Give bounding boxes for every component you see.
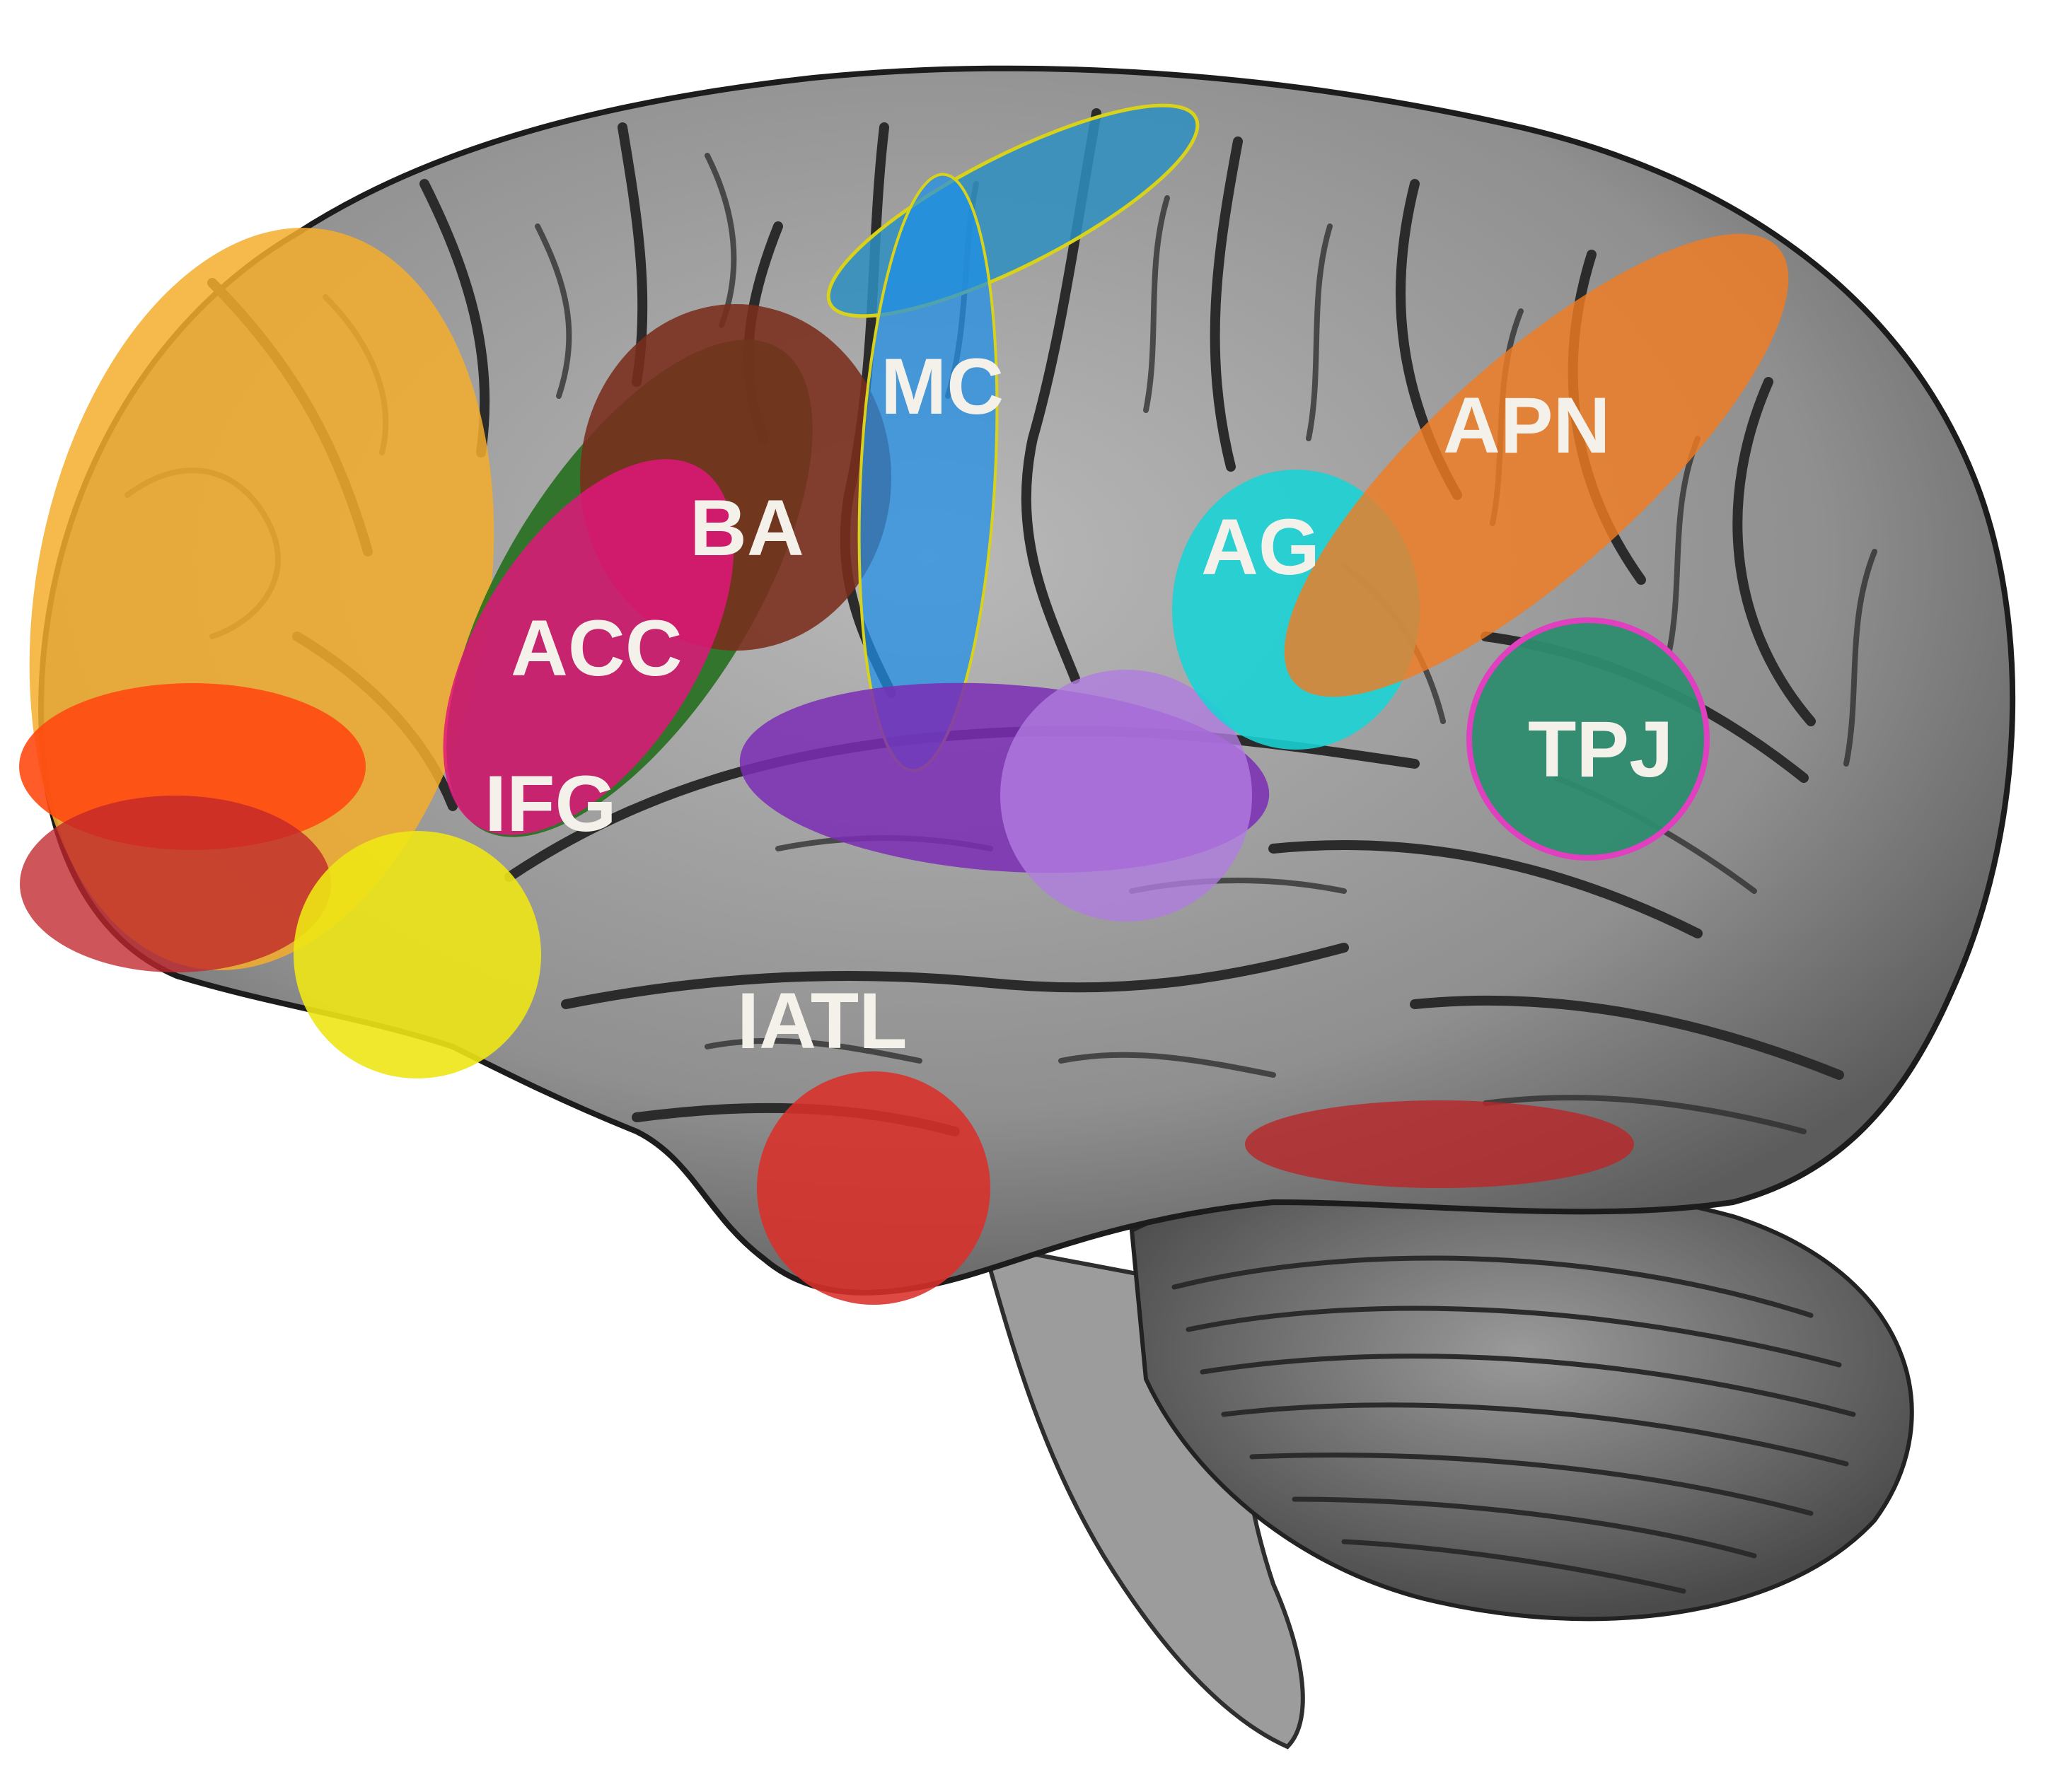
ag-label: AG	[1201, 503, 1320, 591]
mc-label: MC	[881, 342, 1004, 431]
tpj-region	[1466, 617, 1710, 861]
acc-region	[443, 459, 734, 835]
ba-label: BA	[690, 484, 804, 572]
iatl-region	[757, 1071, 990, 1305]
apn-region	[1284, 233, 1789, 697]
ifg-label: IFG	[485, 760, 617, 848]
temporal-lilac-region	[1000, 670, 1252, 921]
orbitofrontal-lower-region	[20, 796, 331, 972]
apn-label: APN	[1443, 381, 1610, 470]
frontal-pole-yellow-region	[294, 831, 541, 1078]
region-overlays	[19, 103, 1789, 1305]
region-labels: MC APN BA AG ACC TPJ IFG IATL	[485, 342, 1673, 1065]
iatl-label: IATL	[737, 977, 908, 1065]
tpj-label: TPJ	[1528, 705, 1673, 793]
occipital-temporal-region	[1245, 1100, 1634, 1188]
cerebellum-folia	[1171, 1255, 1856, 1594]
acc-label: ACC	[511, 604, 683, 692]
